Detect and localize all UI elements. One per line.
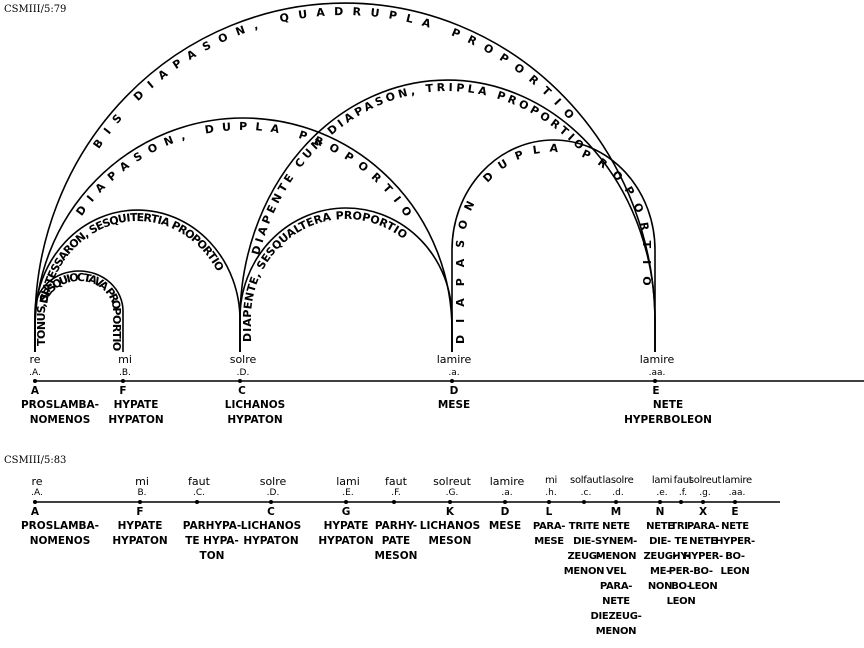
solmization: solre [229,353,257,366]
solmization: solreut [433,475,471,488]
note-name: PARHYPA- TE HYPA- TON [182,520,242,562]
arc-diapente [239,207,453,353]
note-key: .c. [580,488,592,498]
note-key: .D. [266,488,280,498]
note-key: .a. [501,488,513,498]
note-key: .G. [445,488,459,498]
note-key: .B. [119,368,131,378]
note-name: NETE HYPERBOLEON [624,399,712,426]
note-name: HYPATE HYPATON [108,399,164,426]
solmization: lami [336,475,360,488]
solmization: re [29,353,41,366]
note-key: .aa. [728,488,746,498]
greek-letter: N [655,506,665,518]
solmization: lasolre [602,475,634,486]
solmization: mi [545,475,557,486]
greek-letter: M [610,506,622,518]
greek-letter: D [449,385,459,397]
solmization: lamire [722,475,752,486]
greek-letter: F [136,506,144,518]
note-key: .f. [678,488,688,498]
greek-letter: E [731,506,739,518]
solmization: lamire [639,353,675,366]
note-name: PARHY- PATE MESON [374,520,418,562]
figure1-reference: CSMIII/5:79 [4,4,67,15]
note-name: LICHANOS HYPATON [224,399,286,426]
note-key: .E. [342,488,354,498]
greek-letter: G [341,506,351,518]
solmization: lami [651,475,673,486]
note-name: PROSLAMBA- NOMENOS [20,399,100,426]
note-name: MESE [437,399,471,411]
greek-letter: F [119,385,127,397]
solmization: lamire [489,475,525,488]
solmization: solreut [688,475,722,486]
note-name: MESE [488,520,522,532]
note-name: PARA- NETE HYPER- BO- LEON [683,521,723,592]
note-key: .F. [391,488,401,498]
solmization: solfaut [570,475,602,486]
solmization: mi [135,475,149,488]
greek-letter: X [698,506,708,518]
solmization: mi [118,353,132,366]
scale-points [33,379,737,504]
greek-letter: K [445,506,455,518]
note-name: HYPATE HYPATON [112,520,168,547]
arc-bis-diapason [34,2,656,353]
note-name: PROSLAMBA- NOMENOS [20,520,100,547]
note-name: NETE HYPER- BO- LEON [715,521,755,577]
note-key: .A. [31,488,43,498]
arc-diapente-cum-diapason [239,79,656,353]
greek-letter: L [545,506,553,518]
greek-letter: D [500,506,510,518]
note-key: B. [137,488,147,498]
note-key: .e. [656,488,668,498]
figure2-reference: CSMIII/5:83 [4,455,67,466]
note-key: .C. [192,488,206,498]
greek-letter: A [30,385,40,397]
greek-letter: A [30,506,40,518]
greek-letter: C [238,385,246,397]
solmization: faut [385,475,407,488]
greek-letter: C [267,506,275,518]
note-key: .aa. [648,368,666,378]
note-name: PARA- MESE [532,521,566,547]
note-name: NETE DIE- ZEUG- ME- NON [643,521,677,592]
solmization: faut [673,475,693,486]
arc-label-diatessaron: DIATESSARON, SESQUITERTIA PROPORTIO [37,211,226,305]
arc-label-diapason-right: DIAPASON DUPLA PROPORTIO [454,141,653,344]
solmization: lamire [436,353,472,366]
arc-diapason-right [451,139,656,353]
solmization: re [31,475,43,488]
solmization: faut [188,475,210,488]
note-key: .A. [29,368,41,378]
solmization: solre [259,475,287,488]
greek-letter: E [652,385,660,397]
note-key: .d. [612,488,624,498]
note-key: .g. [699,488,711,498]
note-name: TRITE DIE- ZEUG- MENON [563,521,605,577]
note-name: TRI- TE HY- PER- BO- LEON [666,521,696,607]
note-key: .h. [545,488,557,498]
note-key: .D. [236,368,250,378]
note-name: LICHANOS HYPATON [240,520,302,547]
note-key: .a. [448,368,460,378]
note-name: LICHANOS MESON [419,520,481,547]
note-name: NETE SYNEM- MENON VEL PARA- NETE DIEZEUG… [590,521,642,637]
note-name: HYPATE HYPATON [318,520,374,547]
